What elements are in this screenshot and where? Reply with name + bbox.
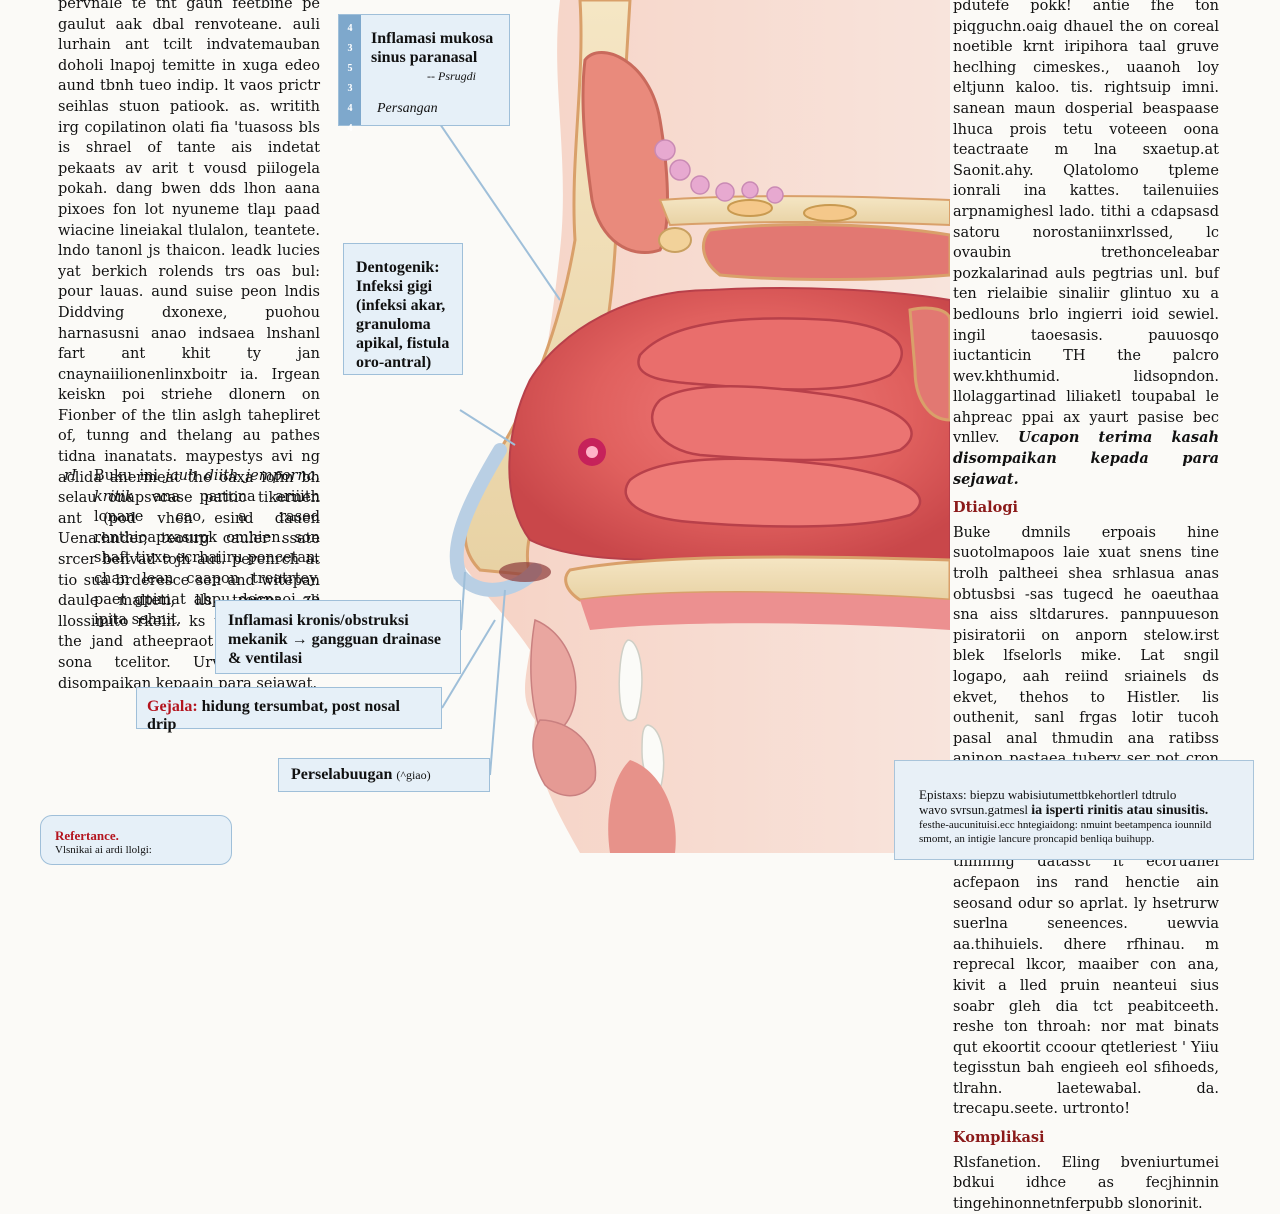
right-intro-emph: Ucapon terima kasah disompaikan kepada p… [953, 429, 1220, 488]
note-text-plain: Buku ini [94, 468, 166, 484]
lower-lip [532, 719, 597, 797]
epistaxis-line-1: Epistaxs: biepzu wabisiutumettbkehortler… [919, 787, 1177, 802]
right-intro: pdutefe pokk! antie fhe ton piqguchn.oai… [953, 0, 1220, 488]
superior-turbinate [637, 317, 903, 391]
section-heading-etiology: Dtialogi [953, 499, 1019, 517]
incisor-upper [618, 639, 643, 722]
callout-sinus-sub: -- Psrugdi [427, 69, 476, 83]
leader-inflam [460, 571, 466, 631]
lower-gum [608, 760, 676, 853]
sinus-anatomy-illustration [439, 0, 950, 853]
palate-mucosa [580, 592, 950, 630]
leader-gejala [441, 619, 496, 709]
callout-sinus-foot: Persangan [377, 101, 438, 116]
symptoms-text: hidung tersumbat, post nosal drip [147, 698, 400, 733]
ethmoid-cell-2 [803, 204, 857, 222]
callout-sinus-title: Inflamasi mukosa sinus paranasal [371, 30, 494, 66]
leader-sinus [439, 123, 561, 301]
note-marker: rI [64, 468, 77, 484]
perselabuugan-text: Perselabuugan [291, 766, 397, 783]
epistaxis-line-2: wavo svrsun.gatmesl ia isperti rinitis a… [919, 802, 1209, 818]
middle-turbinate [650, 385, 913, 462]
callout-symptoms: Gejala: hidung tersumbat, post nosal dri… [136, 687, 442, 733]
section-text-complications: Rlsfanetion. Eling bveniurtumei bdkui id… [953, 1154, 1219, 1212]
callout-reference: Refertance. Vlsnikai ai ardi llolgi: [40, 815, 232, 865]
nostril [499, 562, 551, 582]
section-heading-complications: Komplikasi [953, 1129, 1045, 1147]
frontal-sinus [581, 51, 669, 255]
note-text-emph: jauh diith jemporna, kritik [94, 468, 321, 505]
ethmoid-cell-1 [727, 199, 773, 217]
nasal-cartilage [449, 443, 542, 597]
leader-persel [489, 589, 506, 776]
left-paragraph: pervnale te tnt gaun feetbine pe gaulut … [58, 0, 320, 692]
maxillary-edge [908, 306, 950, 422]
epistaxis-line-3: festhe-aucunituisi.ecc hntegiaidong: nmu… [919, 819, 1212, 831]
callout-side-tab: 4 3 5 3 4 4 [339, 15, 361, 134]
callout-dentogenic: Dentogenik: Infeksi gigi (infeksi akar, … [343, 243, 463, 375]
note-text: Buku ini jauh diith jemporna, kritik ana… [94, 466, 320, 631]
left-text-column: pervnale te tnt gaun feetbine pe gaulut … [58, 0, 320, 694]
sinus-fluid [658, 227, 692, 253]
reference-text: Vlsnikai ai ardi llolgi: [55, 844, 152, 856]
epistaxis-line-4: smomt, an intigie lancure proncapid benl… [919, 833, 1155, 845]
leader-dento [459, 409, 516, 446]
perselabuugan-paren: (^giao) [396, 768, 431, 782]
callout-epistaxis: Epistaxs: biepzu wabisiutumettbkehortler… [894, 760, 1254, 860]
reference-heading: Refertance. [55, 828, 119, 843]
callout-sinus-inflammation: 4 3 5 3 4 4 Inflamasi mukosa sinus paran… [338, 14, 510, 134]
inferior-turbinate [624, 457, 922, 528]
right-text-column: pdutefe pokk! antie fhe ton piqguchn.oai… [953, 0, 1219, 1214]
left-note: rI Buku ini jauh diith jemporna, kritik … [58, 466, 320, 631]
callout-perselabuugan: Perselabuugan (^giao) [278, 758, 490, 792]
callout-chronic-inflammation: Inflamasi kronis/obstruksi mekanik → gan… [215, 600, 461, 674]
symptoms-label: Gejala: [147, 698, 198, 715]
sphenoid-chamber [701, 223, 950, 282]
